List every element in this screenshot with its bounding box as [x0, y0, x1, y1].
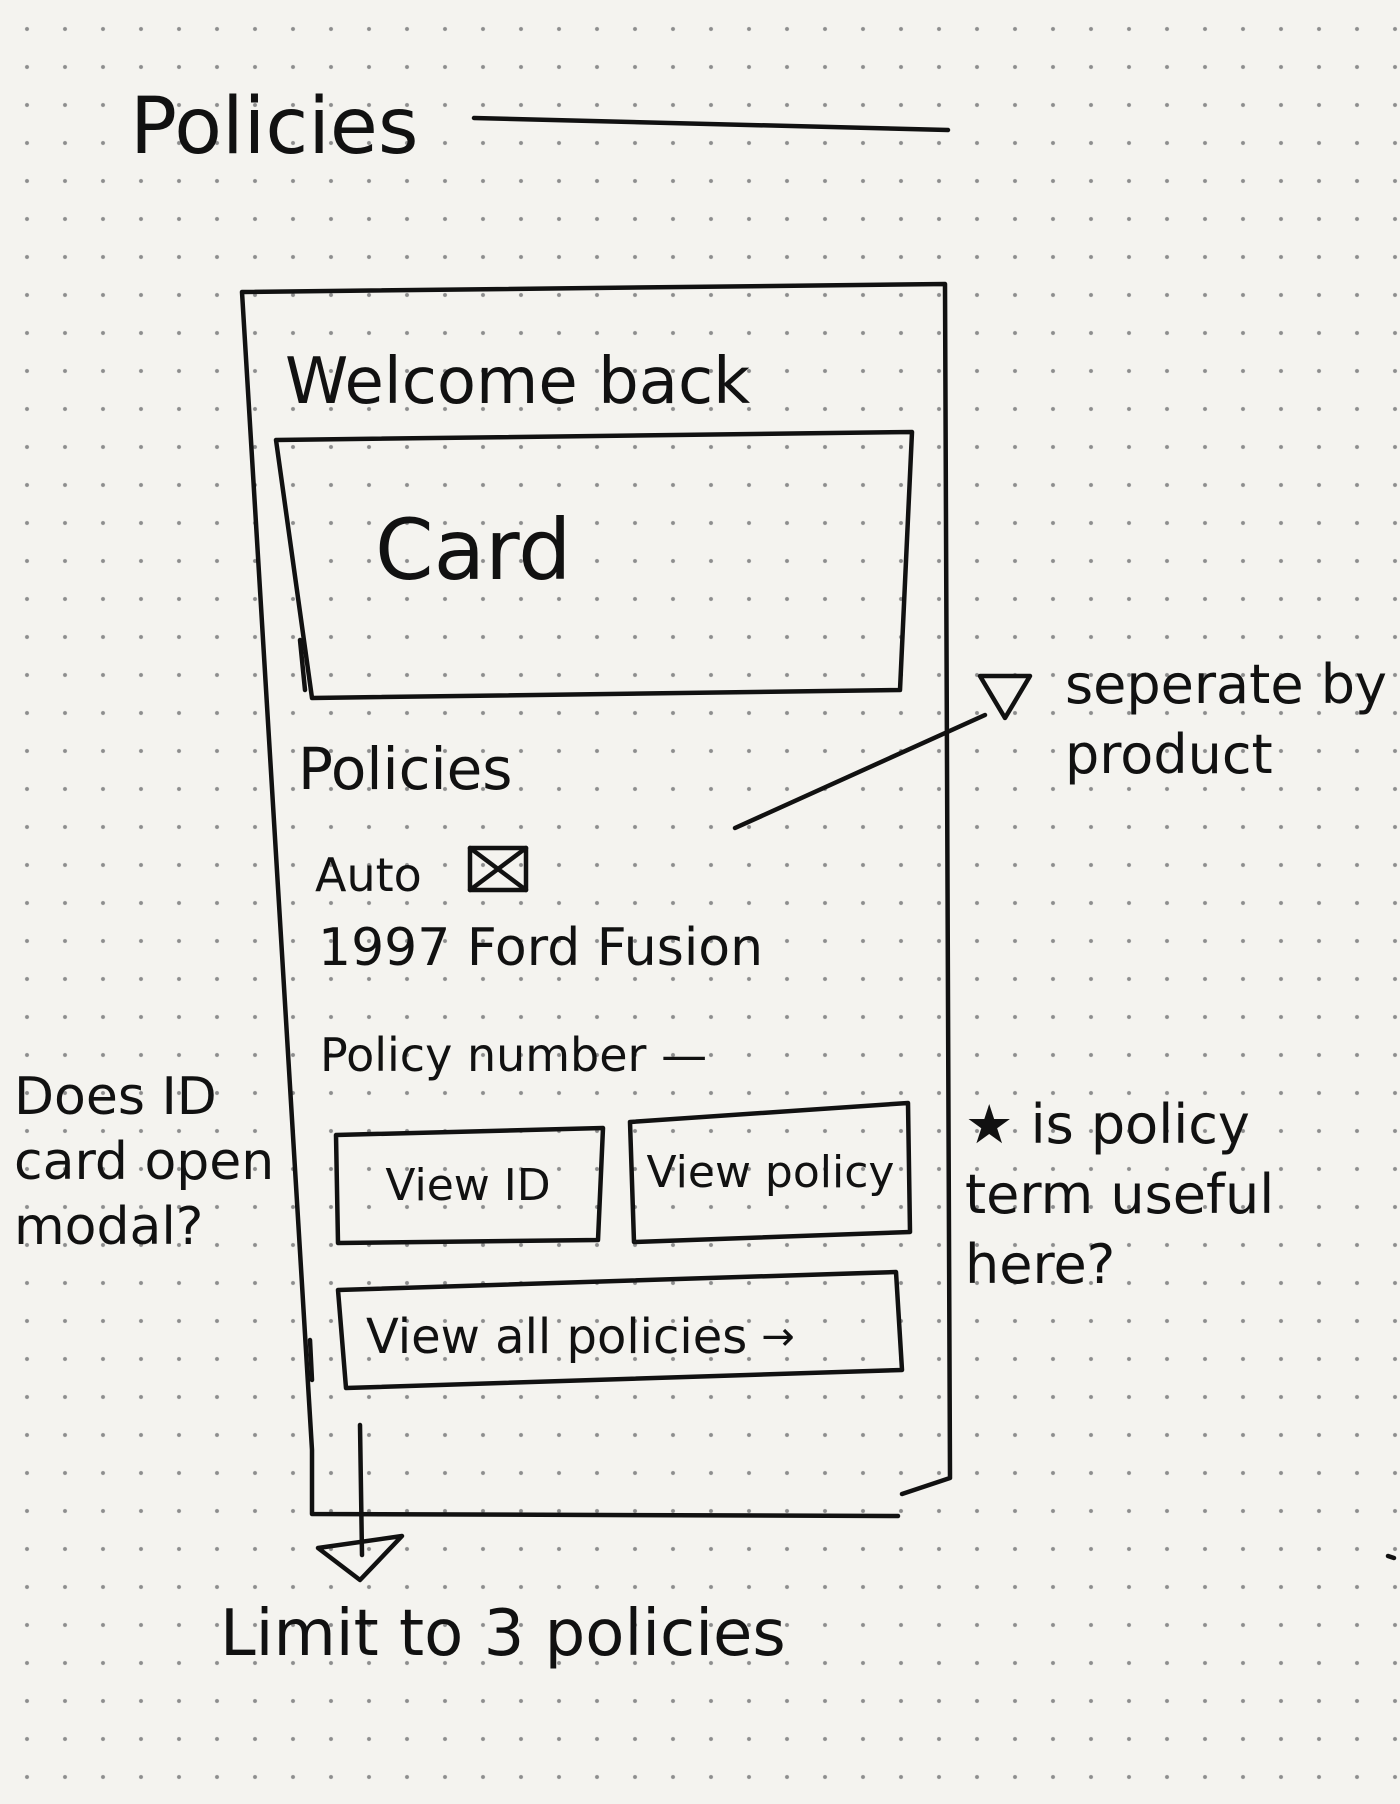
- card-placeholder[interactable]: Card: [375, 501, 572, 599]
- separate-arrow: [732, 712, 988, 831]
- view-policy-box: [627, 1100, 913, 1245]
- star-icon: ★: [965, 1093, 1014, 1156]
- view-id-box: [333, 1125, 606, 1246]
- policies-heading: Policies: [298, 735, 513, 803]
- welcome-heading: Welcome back: [285, 345, 751, 419]
- vehicle-name: 1997 Ford Fusion: [318, 918, 764, 978]
- view-id-button[interactable]: View ID: [333, 1130, 603, 1240]
- annotation-policy-term: ★ is policy term useful here?: [965, 1090, 1305, 1301]
- view-policy-button[interactable]: View policy: [628, 1105, 913, 1240]
- down-triangle-icon: [315, 1533, 405, 1583]
- annotation-separate: seperate by product: [1065, 653, 1387, 787]
- annotation-id-modal: Does ID card open modal?: [14, 1067, 275, 1257]
- phone-frame: [239, 281, 953, 1519]
- card-frame: [273, 429, 915, 701]
- title-underline: [471, 115, 951, 133]
- view-all-policies-button[interactable]: View all policies →: [340, 1287, 902, 1387]
- policy-number: Policy number —: [320, 1028, 708, 1082]
- arrow-right-icon: →: [761, 1314, 795, 1360]
- triangle-icon: [977, 673, 1033, 721]
- annotation-limit: Limit to 3 policies: [220, 1597, 786, 1671]
- product-label-auto: Auto: [315, 848, 422, 902]
- x-box-icon: [467, 845, 529, 893]
- annotation-policy-term-text: is policy term useful here?: [965, 1093, 1275, 1297]
- page-title: Policies: [130, 82, 419, 172]
- limit-arrow: [357, 1422, 365, 1558]
- view-all-box: [335, 1269, 905, 1391]
- view-all-label: View all policies: [366, 1309, 748, 1365]
